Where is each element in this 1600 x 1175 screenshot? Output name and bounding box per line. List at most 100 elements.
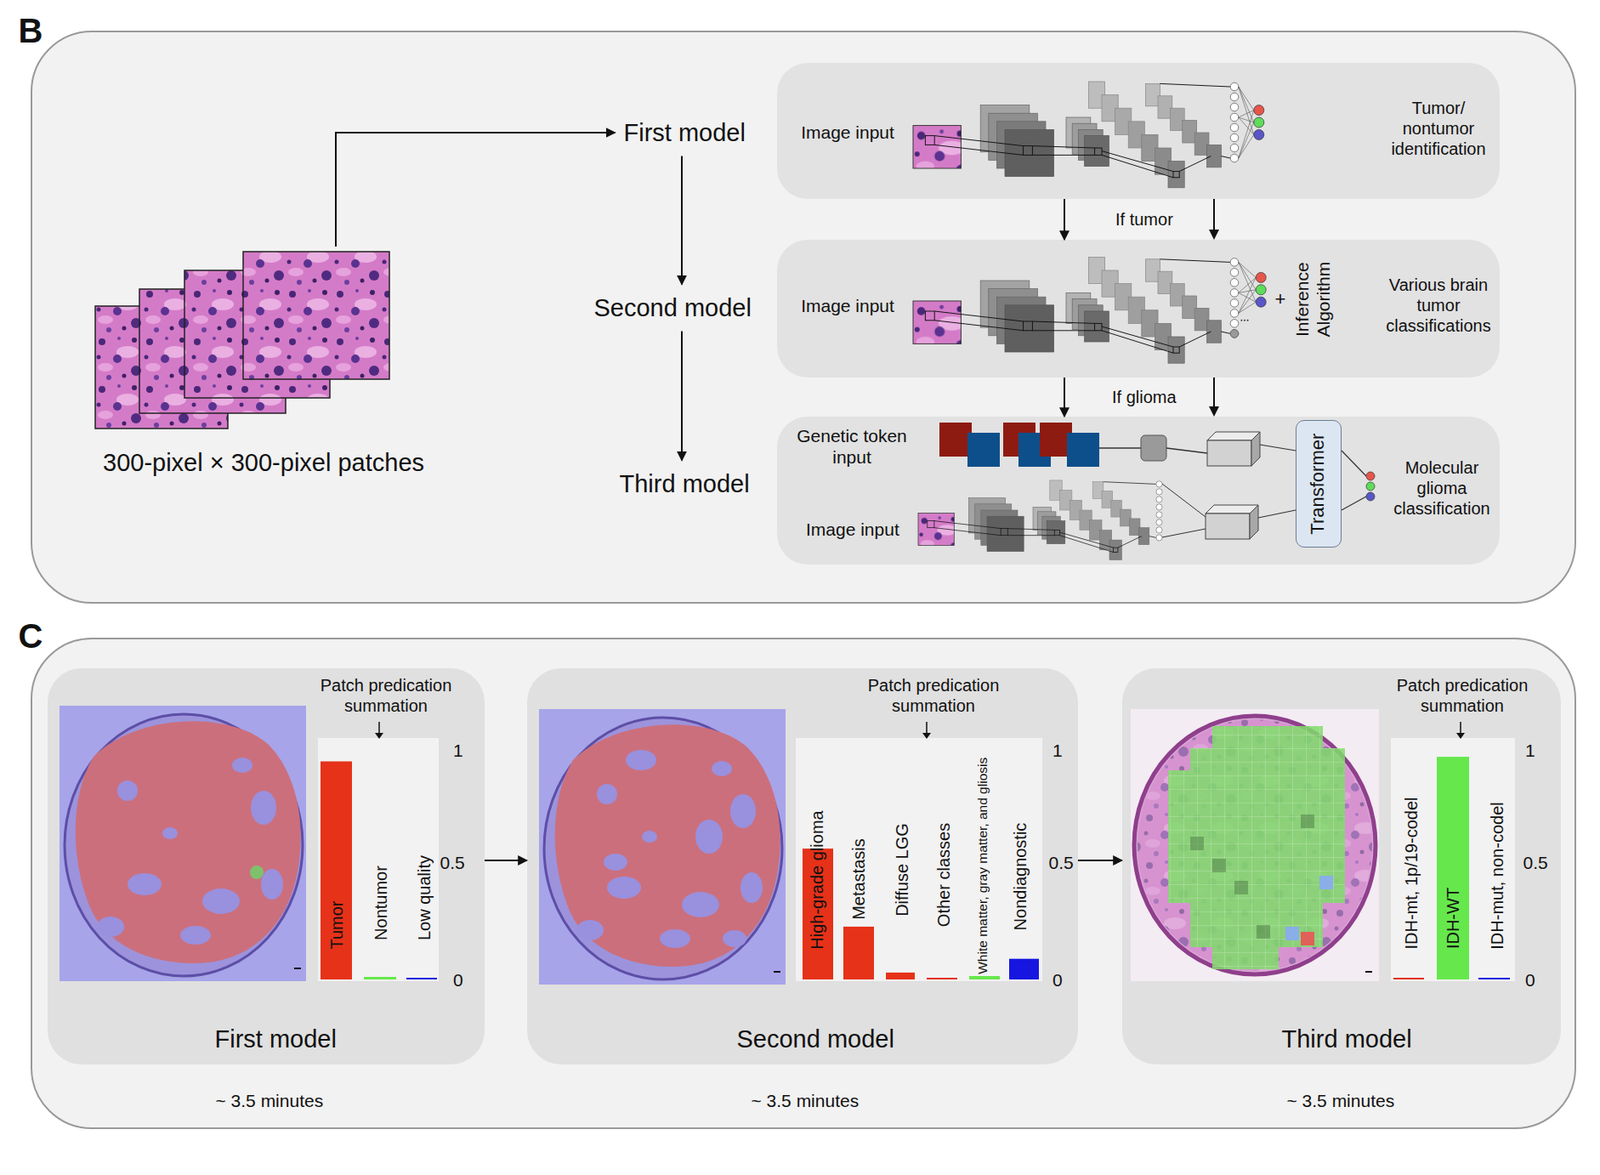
time-label: ~ 3.5 minutes [215,1089,324,1112]
condition-arrow [1208,198,1220,417]
cnn-network [1253,105,1265,116]
bar-chart [320,761,352,981]
cnn-network [1238,289,1256,294]
tissue-heatmap [59,705,307,982]
axis-tick: 0.5 [1049,851,1074,874]
cnn-network [1240,319,1243,322]
cnn-network [913,256,1266,364]
molecular-heatmap [1168,726,1345,970]
panel-letter: B [18,10,44,52]
input-label: Image input [800,121,895,143]
algorithm-label: Inference Algorithm [1291,252,1334,347]
input-label: Image input [805,518,900,540]
genetic-tokens [939,422,1208,467]
molecular-heatmap [1365,970,1373,973]
tissue-heatmap [603,853,628,871]
transformer-block: Transformer [1295,419,1342,548]
cnn-network [913,81,1265,188]
cnn-network [1238,289,1256,314]
tissue-heatmap [539,709,786,985]
embedding-cube [1251,431,1260,466]
stage-label: Third model [611,460,759,508]
summation-arrow [374,732,384,739]
genetic-tokens [939,422,972,457]
bar-label: Low quality [414,855,435,941]
bar-chart [317,737,439,982]
cnn-network [1255,296,1266,307]
input-label: Image input [800,295,895,317]
embedding-cube [1207,431,1260,441]
tissue-heatmap [695,819,723,854]
embedding-cube [1207,440,1252,466]
transformer-wires [1341,496,1367,511]
cnn-network [913,256,1239,364]
bar-label: Nondiagnostic [1009,822,1031,931]
transformer-wires [1366,492,1375,501]
cnn-network [1238,110,1254,118]
chart-note: Patch predication summation [852,675,1015,716]
summation-arrow [1456,732,1465,739]
genetic-tokens [1066,432,1100,467]
bar-chart [1436,756,1470,980]
condition-arrow [1208,406,1220,417]
flow-arrow [1063,377,1066,417]
tissue-heatmap [249,865,264,880]
panel-title: First model [215,1024,337,1055]
genetic-tokens [1166,448,1208,454]
output-label: Molecular glioma classification [1384,457,1500,519]
bar-label: High-grade glioma [805,810,827,949]
axis-tick: 0 [1525,969,1536,991]
cnn-network [918,480,1163,561]
axis-tick: 0 [453,969,464,991]
tissue-heatmap [722,930,747,948]
bar-chart [1393,977,1425,980]
stage-label: First model [615,109,755,157]
molecular-heatmap [1256,924,1271,939]
bar-chart [885,972,915,980]
chart-note: Patch predication summation [305,675,467,716]
cnn-network [1162,483,1206,517]
molecular-heatmap [1130,709,1379,982]
molecular-heatmap [1212,858,1226,873]
bar-label: IDH-mut, non-codel [1486,801,1507,949]
stage-label: Third model [619,469,750,500]
embedding-cube [1205,431,1260,540]
axis-tick: 1 [1052,739,1063,761]
connector-group [335,132,1123,861]
stage-label: Second model [594,293,752,324]
embedding-cube [1249,504,1259,540]
bar-chart [795,737,1043,982]
bar-label: White matter, gray matter, and gliosis [975,757,992,975]
transformer-wires [1341,450,1367,477]
molecular-heatmap [1168,726,1345,970]
cnn-network [1238,117,1254,135]
flow-arrow [484,859,528,862]
cnn-network [1230,329,1239,339]
transformer-wires [1258,510,1296,518]
summation-arrow [378,721,381,735]
cnn-network [1238,277,1256,313]
output-label: Tumor/ nontumor identification [1380,97,1497,159]
tissue-heatmap [603,749,747,948]
stage-label: First model [624,118,746,148]
cnn-network [1238,134,1254,159]
cnn-network [1238,277,1256,293]
molecular-heatmap [1190,836,1204,851]
summation-arrow [374,721,1465,739]
cnn-network [1238,301,1256,313]
bar-chart [843,926,874,980]
bar-chart [317,737,439,982]
cnn-network [1238,261,1256,302]
bar-label: Other classes [933,822,954,927]
patch-stack [95,251,390,429]
molecular-heatmap [1134,715,1376,975]
edge-label: If tumor [1112,209,1177,230]
cnn-network [1255,272,1266,283]
chart-note: Patch predication summation [1381,675,1544,716]
cnn-network [1238,292,1256,302]
flow-arrow [680,156,683,285]
